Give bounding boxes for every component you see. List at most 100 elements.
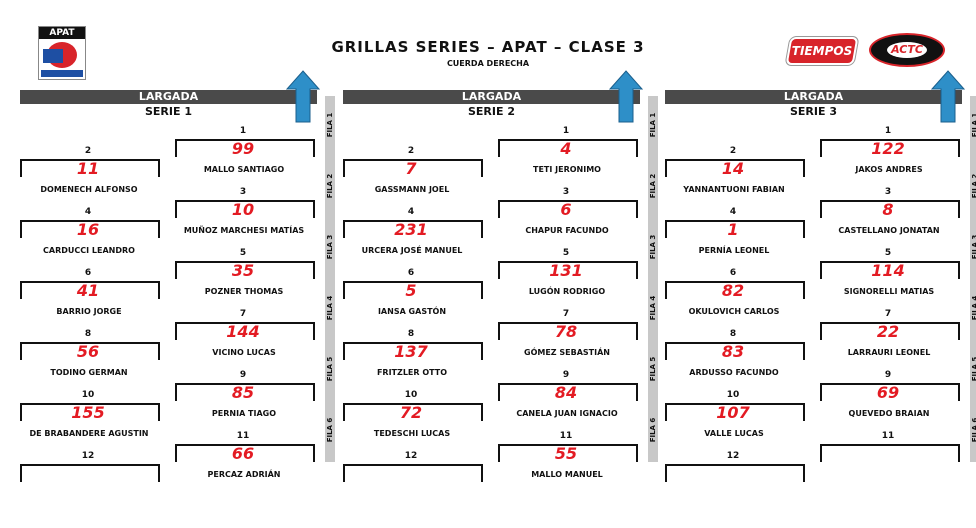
driver-name: PERNÍA LEONEL bbox=[698, 246, 770, 255]
grid-slot bbox=[665, 281, 805, 299]
grid-slot bbox=[343, 464, 483, 482]
driver-name: VALLE LUCAS bbox=[704, 429, 764, 438]
grid-position: 8 bbox=[407, 329, 415, 339]
grid-slot bbox=[343, 159, 483, 177]
car-number: 83 bbox=[721, 342, 745, 361]
car-number: 11 bbox=[76, 159, 100, 178]
car-number: 72 bbox=[399, 403, 423, 422]
driver-name bbox=[659, 490, 809, 500]
car-number: 84 bbox=[554, 383, 578, 402]
grid-position: 5 bbox=[562, 248, 570, 258]
car-number: 155 bbox=[71, 403, 105, 422]
grid-slot bbox=[498, 139, 638, 157]
driver-name: JAKOS ANDRES bbox=[855, 165, 923, 174]
car-number: 122 bbox=[871, 139, 905, 158]
driver-name bbox=[14, 490, 164, 500]
car-number: 1 bbox=[727, 220, 739, 239]
driver-name: TODINO GERMAN bbox=[50, 368, 128, 377]
apat-logo-text: APAT bbox=[39, 27, 85, 39]
grid-slot bbox=[343, 342, 483, 360]
grid-position: 9 bbox=[562, 370, 570, 380]
car-number: 55 bbox=[554, 444, 578, 463]
grid-slot bbox=[20, 220, 160, 238]
fila-label: FILA 5 bbox=[325, 340, 335, 401]
grid-slot bbox=[498, 261, 638, 279]
up-arrow-icon bbox=[608, 69, 644, 124]
page-title: GRILLAS SERIES – APAT – CLASE 3 bbox=[331, 38, 645, 56]
fila-label: FILA 2 bbox=[648, 157, 658, 218]
fila-label: FILA 5 bbox=[648, 340, 658, 401]
grid-position: 9 bbox=[884, 370, 892, 380]
driver-name: TEDESCHI LUCAS bbox=[373, 429, 451, 438]
fila-label: FILA 4 bbox=[970, 279, 976, 340]
fila-label: FILA 4 bbox=[648, 279, 658, 340]
grid-position: 4 bbox=[729, 207, 737, 217]
driver-name: MUÑOZ MARCHESI MATÍAS bbox=[183, 226, 305, 235]
grid-slot bbox=[343, 220, 483, 238]
driver-name: CHAPUR FACUNDO bbox=[525, 226, 609, 235]
car-number: 7 bbox=[405, 159, 417, 178]
driver-name: GASSMANN JOEL bbox=[374, 185, 450, 194]
serie-title: SERIE 1 bbox=[145, 105, 192, 118]
car-number: 6 bbox=[560, 200, 572, 219]
driver-name bbox=[814, 470, 964, 480]
grid-slot bbox=[820, 261, 960, 279]
grid-slot bbox=[343, 281, 483, 299]
grid-position: 1 bbox=[239, 126, 247, 136]
driver-name: LARRAURI LEONEL bbox=[847, 348, 931, 357]
grid-slot bbox=[820, 444, 960, 462]
car-number: 85 bbox=[231, 383, 255, 402]
grid-position: 8 bbox=[729, 329, 737, 339]
driver-name: SIGNORELLI MATIAS bbox=[843, 287, 935, 296]
fila-label: FILA 2 bbox=[325, 157, 335, 218]
grid-slot bbox=[820, 322, 960, 340]
driver-name: MALLO SANTIAGO bbox=[203, 165, 285, 174]
car-number bbox=[665, 465, 801, 483]
car-number bbox=[820, 445, 956, 463]
fila-label: FILA 2 bbox=[970, 157, 976, 218]
car-number: 56 bbox=[76, 342, 100, 361]
grid-slot bbox=[175, 444, 315, 462]
fila-label: FILA 3 bbox=[970, 218, 976, 279]
grid-position: 2 bbox=[407, 146, 415, 156]
driver-name: LUGÓN RODRIGO bbox=[528, 287, 606, 296]
driver-name: ARDUSSO FACUNDO bbox=[689, 368, 779, 377]
car-number: 35 bbox=[231, 261, 255, 280]
tiempos-logo: TIEMPOS bbox=[785, 37, 859, 65]
grid-slot bbox=[665, 220, 805, 238]
driver-name: OKULOVICH CARLOS bbox=[688, 307, 780, 316]
grid-slot bbox=[665, 464, 805, 482]
grid-position: 7 bbox=[884, 309, 892, 319]
car-number: 78 bbox=[554, 322, 578, 341]
serie-title: SERIE 2 bbox=[468, 105, 515, 118]
driver-name: GÓMEZ SEBASTIÁN bbox=[524, 348, 610, 357]
fila-label: FILA 4 bbox=[325, 279, 335, 340]
car-number bbox=[343, 465, 479, 483]
grid-position: 11 bbox=[559, 431, 573, 441]
driver-name: DOMENECH ALFONSO bbox=[40, 185, 138, 194]
driver-name: MALLO MANUEL bbox=[531, 470, 603, 479]
driver-name: IANSA GASTÓN bbox=[377, 307, 447, 316]
grid-slot bbox=[20, 159, 160, 177]
grid-position: 6 bbox=[729, 268, 737, 278]
car-number: 22 bbox=[876, 322, 900, 341]
largada-bar: LARGADA bbox=[665, 90, 962, 104]
car-number bbox=[20, 465, 156, 483]
fila-label: FILA 1 bbox=[970, 96, 976, 157]
car-number: 231 bbox=[394, 220, 428, 239]
fila-label: FILA 3 bbox=[325, 218, 335, 279]
grid-slot bbox=[665, 159, 805, 177]
up-arrow-icon bbox=[285, 69, 321, 124]
grid-position: 10 bbox=[81, 390, 95, 400]
car-number: 10 bbox=[231, 200, 255, 219]
fila-label: FILA 6 bbox=[648, 401, 658, 462]
page-subtitle: CUERDA DERECHA bbox=[446, 59, 530, 68]
grid-position: 12 bbox=[81, 451, 95, 461]
car-number: 144 bbox=[226, 322, 260, 341]
driver-name: URCERA JOSÉ MANUEL bbox=[361, 246, 463, 255]
grid-slot bbox=[498, 444, 638, 462]
car-number: 5 bbox=[405, 281, 417, 300]
car-number: 16 bbox=[76, 220, 100, 239]
grid-position: 1 bbox=[562, 126, 570, 136]
car-number: 8 bbox=[882, 200, 894, 219]
